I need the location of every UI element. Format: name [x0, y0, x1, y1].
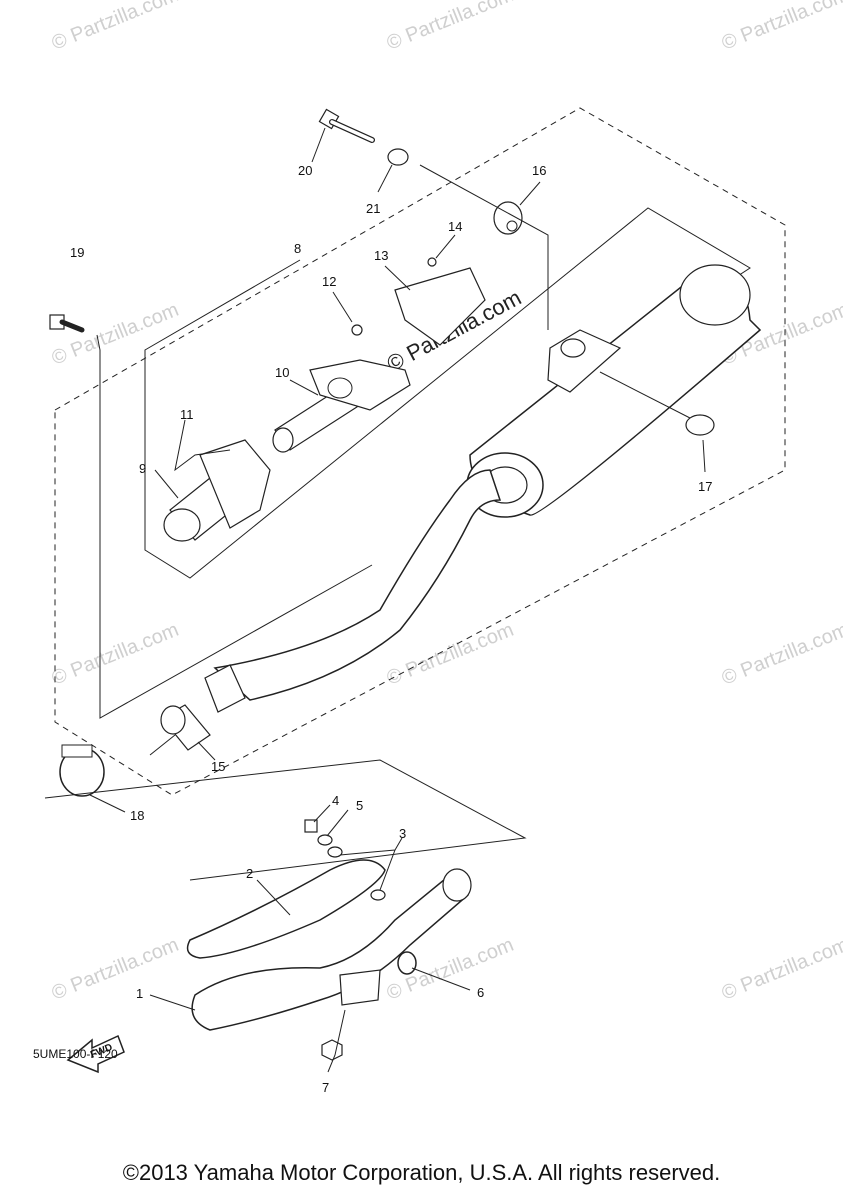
callout-21: 21: [366, 201, 380, 216]
callout-3: 3: [399, 826, 406, 841]
callout-9: 9: [139, 461, 146, 476]
watermark: © Partzilla.com: [719, 0, 843, 55]
watermark: © Partzilla.com: [49, 934, 182, 1005]
clamp-18: [59, 744, 105, 797]
watermark: © Partzilla.com: [49, 619, 182, 690]
heat-protector-2: [186, 859, 386, 959]
callout-13: 13: [374, 248, 388, 263]
copyright-notice: ©2013 Yamaha Motor Corporation, U.S.A. A…: [122, 1160, 721, 1185]
washer-21: [387, 148, 409, 166]
watermark: © Partzilla.com: [384, 619, 517, 690]
callout-12: 12: [322, 274, 336, 289]
callout-15: 15: [211, 759, 225, 774]
mid-pipe: [204, 469, 502, 713]
end-cap-13: [394, 267, 486, 346]
callout-16: 16: [532, 163, 546, 178]
damper-3a: [327, 846, 343, 858]
callout-19: 19: [70, 245, 84, 260]
bracket-header: [44, 759, 527, 881]
leader-19: [96, 334, 373, 719]
callouts: 1 2 3 4 5 6 7 8 9 10 11 12 13 14 15 16 1…: [70, 163, 712, 1095]
callout-6: 6: [477, 985, 484, 1000]
callout-18: 18: [130, 808, 144, 823]
diagram-code: 5UME100-F120: [33, 1047, 118, 1061]
nut-7: [321, 1039, 343, 1061]
gasket-11: [199, 439, 271, 529]
exhaust-header-1: [191, 868, 472, 1031]
callout-14: 14: [448, 219, 462, 234]
tailpipe-10: [272, 359, 411, 453]
watermark: © Partzilla.com: [49, 299, 182, 370]
callout-4: 4: [332, 793, 339, 808]
bolt-19: [49, 314, 85, 333]
silencer-group-outline: [54, 107, 786, 796]
callout-10: 10: [275, 365, 289, 380]
watermark: © Partzilla.com: [384, 0, 517, 55]
bolt-4: [304, 819, 318, 833]
callout-20: 20: [298, 163, 312, 178]
watermark: © Partzilla.com: [719, 619, 843, 690]
leader-lines: [89, 127, 706, 1073]
callout-17: 17: [698, 479, 712, 494]
damper-3b: [370, 889, 386, 901]
washer-5: [317, 834, 333, 846]
bracket-8: [144, 207, 751, 579]
callout-7: 7: [322, 1080, 329, 1095]
joint-gasket-15: [160, 704, 211, 751]
damper-16: [493, 201, 523, 235]
callout-2: 2: [246, 866, 253, 881]
fwd-arrow-icon: FWD: [66, 1034, 125, 1074]
collar-17: [685, 414, 715, 436]
screw-12: [351, 324, 363, 336]
callout-11: 11: [180, 407, 194, 422]
gasket-6: [397, 951, 417, 975]
callout-1: 1: [136, 986, 143, 1001]
screw-14: [427, 257, 437, 267]
bolt-20: [318, 108, 375, 143]
muffler-mount-bracket: [547, 329, 622, 393]
watermark: © Partzilla.com: [49, 0, 182, 55]
callout-5: 5: [356, 798, 363, 813]
watermark: © Partzilla.com: [719, 934, 843, 1005]
callout-8: 8: [294, 241, 301, 256]
